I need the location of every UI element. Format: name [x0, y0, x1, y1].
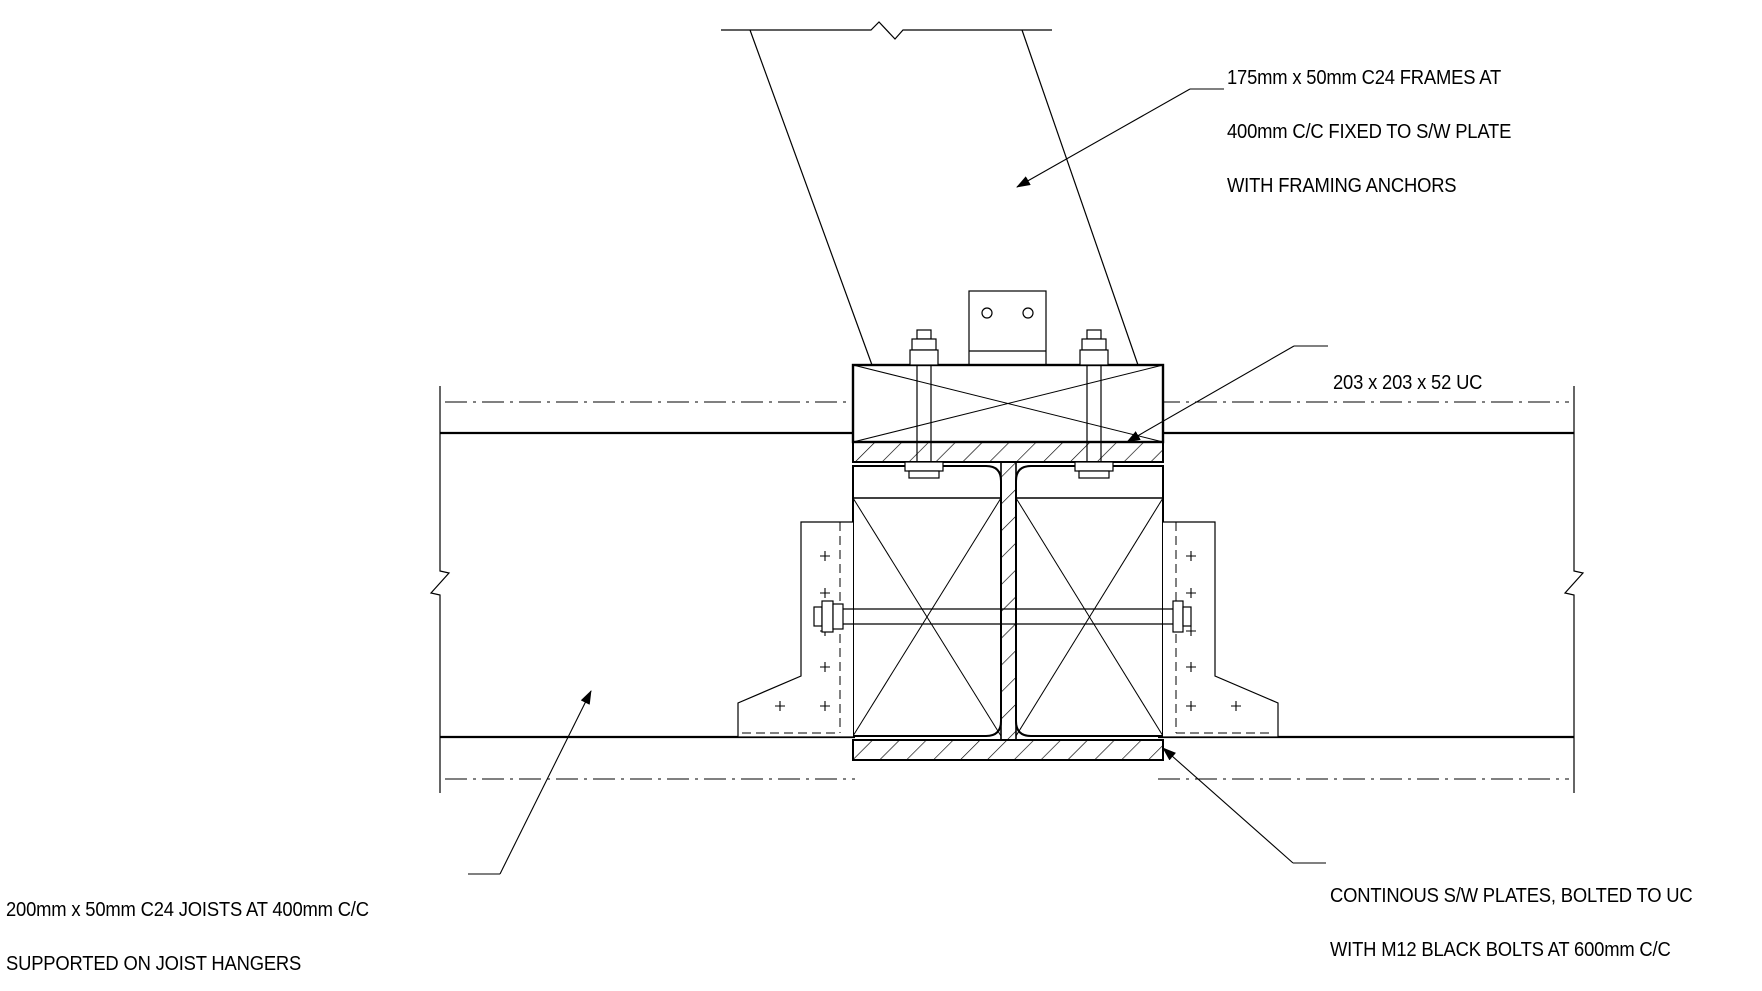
note-frames-line-1: 175mm x 50mm C24 FRAMES AT	[1227, 67, 1502, 89]
leader-joists	[468, 690, 592, 875]
note-frames: 175mm x 50mm C24 FRAMES AT 400mm C/C FIX…	[1227, 33, 1511, 213]
bolt-right	[1074, 329, 1114, 479]
nail-marks-right	[1186, 551, 1241, 711]
note-frames-line-3: WITH FRAMING ANCHORS	[1227, 175, 1457, 197]
section-drawing	[429, 21, 1585, 875]
bolt-left	[904, 329, 944, 479]
leader-plates	[1162, 747, 1326, 864]
note-joists: 200mm x 50mm C24 JOISTS AT 400mm C/C SUP…	[6, 865, 369, 991]
note-uc: 203 x 203 x 52 UC	[1333, 338, 1482, 410]
note-plates-line-2: WITH M12 BLACK BOLTS AT 600mm C/C	[1330, 939, 1671, 961]
note-uc-line-1: 203 x 203 x 52 UC	[1333, 372, 1483, 394]
leader-frames	[1016, 88, 1224, 188]
top-sw-plate	[851, 363, 1165, 444]
uc-infill-timbers	[852, 465, 1164, 737]
through-bolt	[813, 600, 1192, 633]
note-frames-line-2: 400mm C/C FIXED TO S/W PLATE	[1227, 121, 1512, 143]
timber-frame-above	[721, 21, 1139, 366]
framing-anchor	[968, 290, 1047, 366]
leader-uc	[1126, 345, 1328, 443]
note-plates-line-1: CONTINOUS S/W PLATES, BOLTED TO UC	[1330, 885, 1693, 907]
note-joists-line-1: 200mm x 50mm C24 JOISTS AT 400mm C/C	[6, 899, 369, 921]
note-plates: CONTINOUS S/W PLATES, BOLTED TO UC WITH …	[1330, 851, 1693, 977]
note-joists-line-2: SUPPORTED ON JOIST HANGERS	[6, 953, 302, 975]
